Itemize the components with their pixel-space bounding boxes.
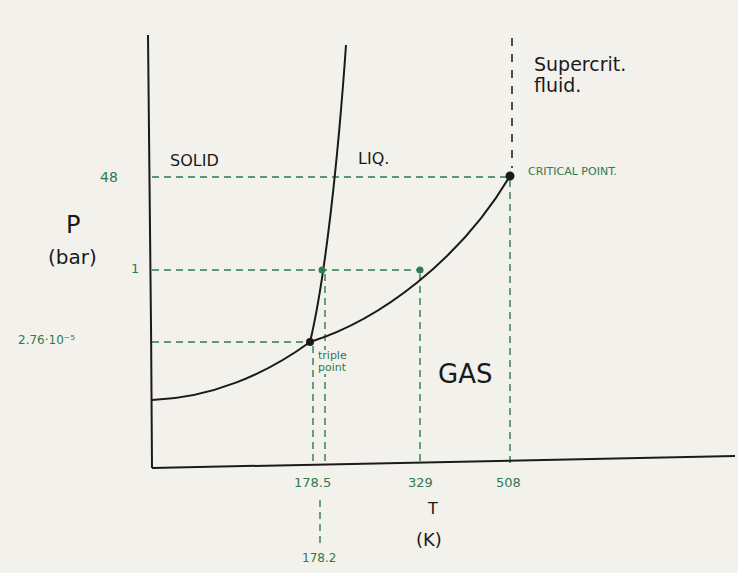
axis-unit: (bar) [48,246,97,268]
axis-tick: 178.2 [300,552,338,565]
supercritical-boundary [511,38,513,168]
phase-points [306,172,515,347]
axis-tick: 1 [131,262,139,276]
axis-title: T [428,500,438,518]
axis-tick: 48 [100,170,118,185]
guide-lines [152,177,510,548]
region-label: Supercrit. fluid. [534,54,664,96]
region-label: GAS [438,360,492,389]
region-label: SOLID [170,152,219,170]
axes [148,35,735,468]
axis-unit: (K) [416,530,442,550]
axis-tick: 178.5 [294,476,331,490]
axis-title: P [66,212,80,238]
axis-tick: 2.76·10⁻⁵ [18,334,75,347]
region-label: LIQ. [358,150,389,168]
phase-boundaries [152,45,510,400]
point-label: CRITICAL POINT. [528,166,617,178]
point-label: triple point [316,350,368,374]
axis-tick: 508 [496,476,521,490]
boiling-melting-points [319,267,424,274]
axis-tick: 329 [408,476,433,490]
